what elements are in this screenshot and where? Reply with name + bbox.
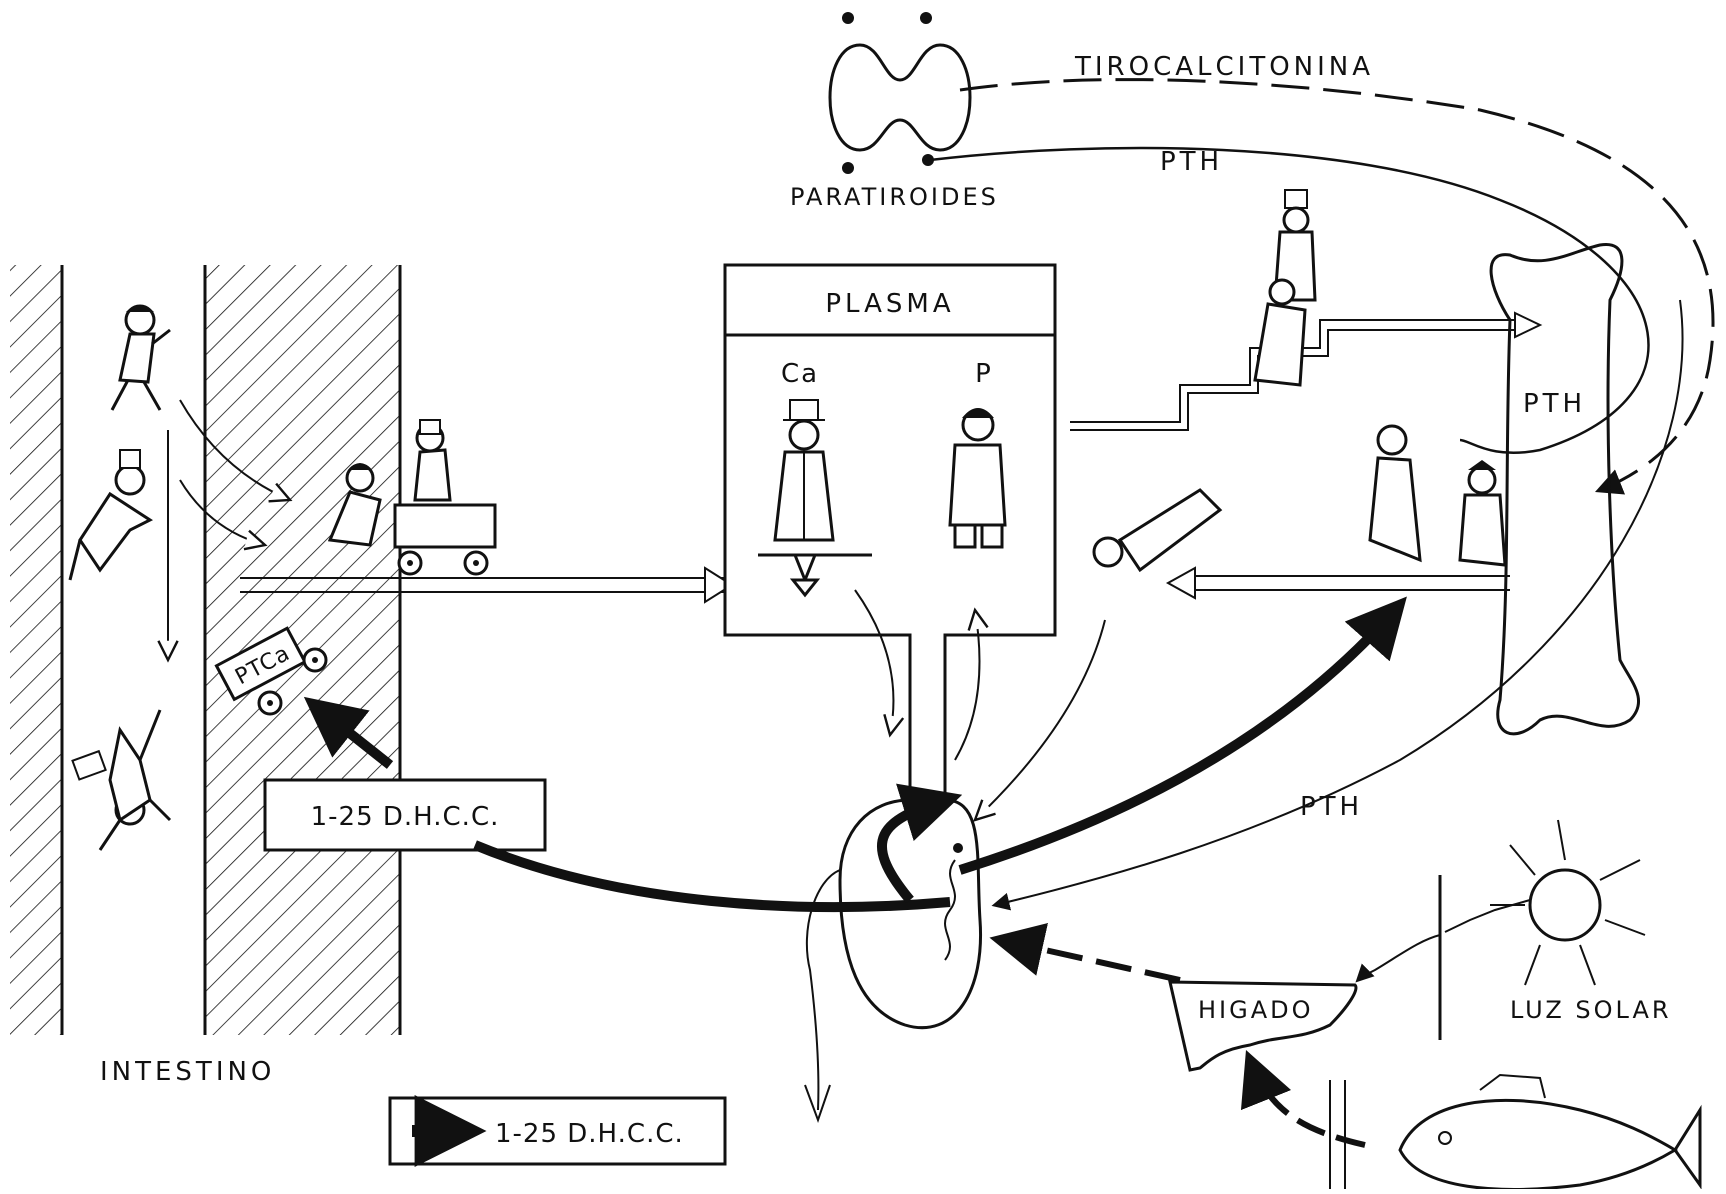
parathyroid-gland xyxy=(830,12,970,174)
gentleman-reclining-figure xyxy=(70,450,150,580)
police-figure xyxy=(1460,460,1505,565)
osteoclast-gentleman-figure xyxy=(1370,426,1420,560)
dhcc-to-bone-arrow xyxy=(960,610,1395,870)
pth-lower-label: PTH xyxy=(1300,792,1363,822)
p-label: P xyxy=(975,359,995,389)
bone-femur xyxy=(1491,244,1638,733)
liver: HIGADO xyxy=(1170,982,1356,1070)
pth-bone-label: PTH xyxy=(1523,389,1586,419)
plasma-label: PLASMA xyxy=(825,289,954,319)
luz-solar-label: LUZ SOLAR xyxy=(1510,996,1672,1024)
worker-walking-figure xyxy=(112,305,170,410)
intestine-wall xyxy=(10,265,400,1035)
plasma-compartment: PLASMA Ca P xyxy=(725,265,1055,860)
liver-to-kidney-dashed-arrow xyxy=(1000,940,1180,980)
legend: 1-25 D.H.C.C. xyxy=(390,1098,725,1164)
fish-to-liver-dashed-arrow xyxy=(1250,1060,1365,1145)
tirocalcitonina-label: TIROCALCITONINA xyxy=(1074,52,1374,82)
gentleman-falling-figure xyxy=(72,710,170,850)
legend-label: 1-25 D.H.C.C. xyxy=(495,1119,684,1149)
tirocalcitonina-line xyxy=(960,80,1713,490)
thrown-worker-figure xyxy=(1094,490,1220,570)
ca-label: Ca xyxy=(781,359,819,389)
plasma-to-kidney-arrow xyxy=(975,620,1105,820)
pth-top-label: PTH xyxy=(1160,147,1223,177)
intestino-label: INTESTINO xyxy=(100,1057,275,1087)
sunlight-to-liver-line xyxy=(1358,935,1440,980)
paratiroides-label: PARATIROIDES xyxy=(790,183,999,211)
dhcc-box: 1-25 D.H.C.C. xyxy=(265,780,545,850)
higado-label: HIGADO xyxy=(1198,996,1314,1024)
kidney xyxy=(805,800,981,1120)
fish-icon xyxy=(1400,1075,1700,1189)
dhcc-box-label: 1-25 D.H.C.C. xyxy=(311,802,500,832)
